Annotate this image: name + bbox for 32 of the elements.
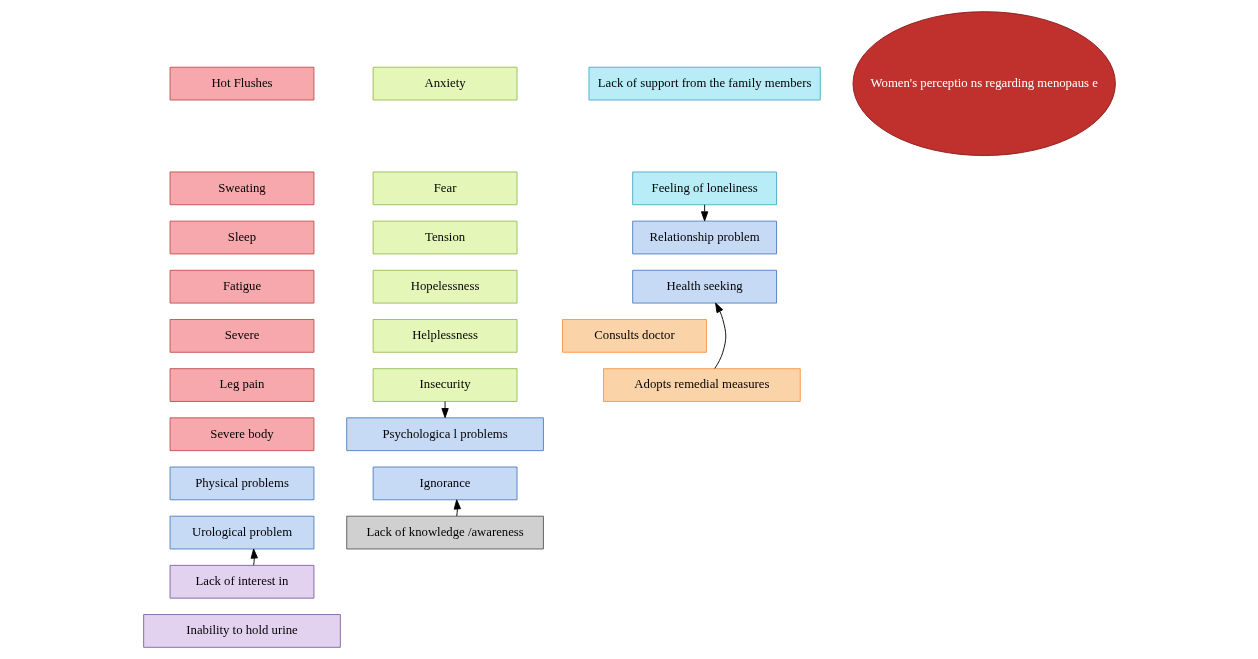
node-box: Lack of interest in [169, 564, 314, 599]
node-box: Sleep [169, 220, 314, 255]
node-box: Lack of support from the family members [588, 66, 821, 101]
node-box: Health seeking [631, 269, 777, 304]
node-box: Leg pain [169, 368, 314, 402]
node-box: Tension [372, 220, 517, 255]
node-box: Inability to hold urine [142, 614, 341, 648]
node-box: Sweating [169, 171, 314, 206]
arrow [440, 401, 449, 419]
node-ellipse: Women's perceptio ns regarding menopaus e [852, 11, 1116, 156]
node-box: Fear [372, 171, 517, 206]
arrow [250, 548, 258, 566]
node-box: Psychologica l problems [345, 417, 544, 452]
node-box: Helplessness [372, 319, 517, 353]
node-box: Fatigue [169, 269, 314, 304]
arrow [453, 499, 461, 517]
node-box: Adopts remedial measures [602, 368, 801, 402]
arrow [700, 204, 708, 222]
arrow [713, 302, 726, 369]
node-box: Urological problem [169, 515, 314, 550]
node-box: Severe [169, 319, 314, 353]
node-box: Insecurity [372, 368, 517, 402]
node-box: Hopelessness [372, 269, 517, 304]
node-box: Anxiety [372, 66, 517, 101]
node-box: Relationship problem [631, 220, 777, 255]
node-box: Consults doctor [561, 319, 707, 353]
node-box: Feeling of loneliness [631, 171, 777, 206]
node-box: Severe body [169, 417, 314, 452]
node-box: Lack of knowledge /awareness [345, 515, 544, 550]
node-box: Hot Flushes [169, 66, 314, 101]
node-box: Physical problems [169, 466, 314, 501]
node-box: Ignorance [372, 466, 517, 501]
